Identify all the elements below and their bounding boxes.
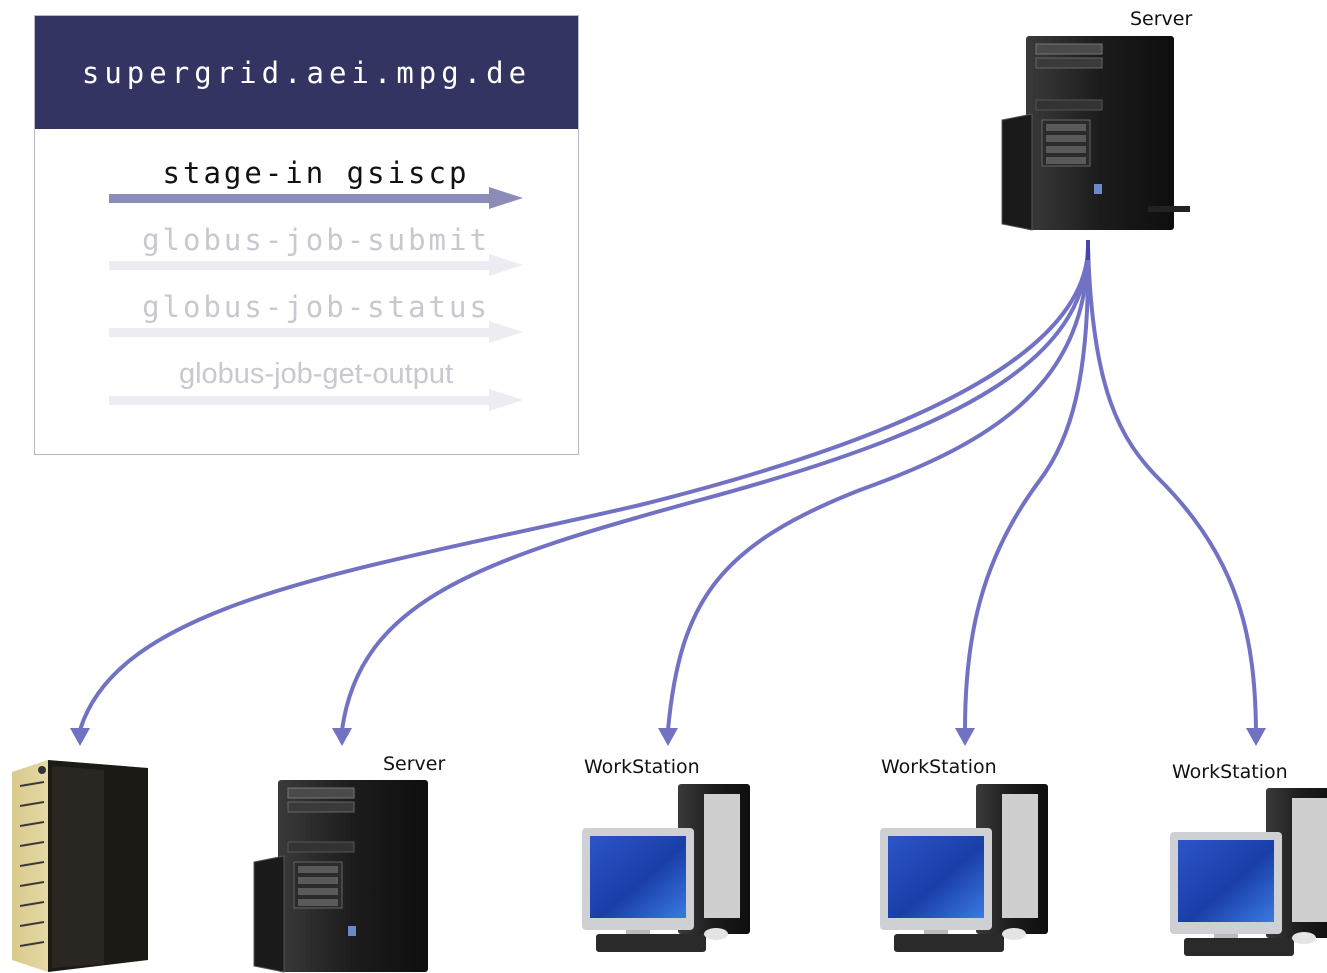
- server-uplink: [1086, 240, 1090, 260]
- workstation-1-label: WorkStation: [584, 756, 700, 778]
- arrow-right-icon: [109, 389, 523, 411]
- link-to-workstation-1: [666, 245, 1090, 731]
- server-icon: [253, 780, 428, 973]
- step-label: globus-job-submit: [142, 223, 490, 257]
- server-label: Server: [383, 753, 446, 775]
- link-to-workstation-3: [1086, 245, 1258, 731]
- arrow-right-icon: [109, 254, 523, 276]
- link-to-server: [340, 245, 1090, 731]
- workstation-3-label: WorkStation: [1172, 761, 1288, 783]
- host-title: supergrid.aei.mpg.de: [35, 16, 578, 129]
- arrow-right-icon: [109, 321, 523, 343]
- workstation-1-icon: [582, 784, 750, 952]
- top-server-label: Server: [1130, 8, 1193, 30]
- supercomputer-icon: [12, 760, 148, 972]
- arrowhead-workstation-1: [658, 728, 678, 746]
- arrowhead-workstation-2: [955, 728, 975, 746]
- step-stage-in: stage-in gsiscp: [109, 156, 523, 209]
- link-to-workstation-2: [963, 245, 1091, 731]
- arrow-right-icon: [109, 187, 523, 209]
- top-server-icon: [1001, 36, 1190, 231]
- step-job-status: globus-job-status: [109, 290, 523, 343]
- step-label: globus-job-status: [142, 290, 490, 324]
- step-job-get-output: globus-job-get-output: [109, 358, 523, 411]
- job-steps-panel: supergrid.aei.mpg.de stage-in gsiscp glo…: [34, 15, 579, 455]
- arrowhead-server: [332, 728, 352, 746]
- workstation-2-label: WorkStation: [881, 756, 997, 778]
- arrowhead-workstation-3: [1246, 728, 1266, 746]
- link-to-supercomputer: [78, 245, 1090, 731]
- step-label: globus-job-get-output: [178, 358, 454, 390]
- arrowhead-supercomputer: [70, 728, 90, 746]
- workstation-2-icon: [880, 784, 1048, 952]
- step-job-submit: globus-job-submit: [109, 223, 523, 276]
- step-label: stage-in gsiscp: [162, 156, 470, 190]
- workstation-3-icon: [1170, 788, 1327, 956]
